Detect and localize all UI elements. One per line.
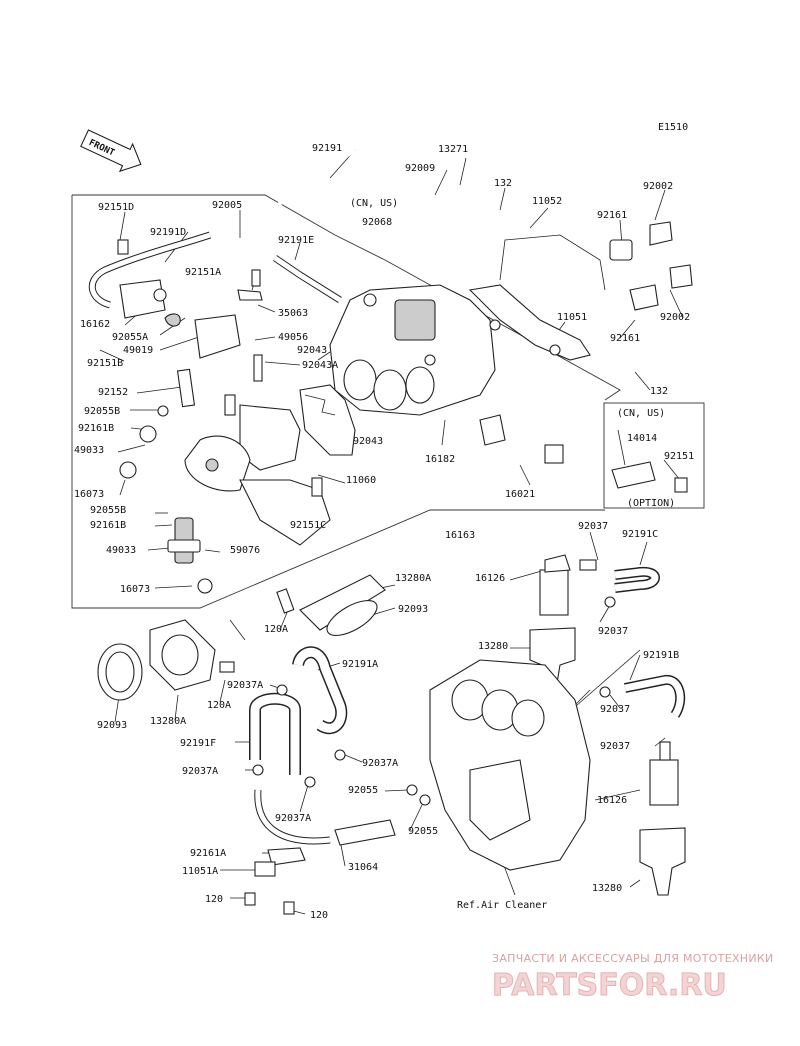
- callout-label: 92037: [600, 704, 630, 715]
- callout-label: 92005: [212, 200, 242, 211]
- watermark-logo: PARTSFOR.RU: [492, 968, 727, 1003]
- air-cleaner-housing: [244, 659, 591, 915]
- callout-label: 11051A: [182, 866, 218, 877]
- callout-label: 92037A: [227, 680, 263, 691]
- watermark: ЗАПЧАСТИ И АКСЕССУАРЫ ДЛЯ МОТОТЕХНИКИ PA…: [492, 952, 774, 1004]
- callout-label: 92151C: [290, 520, 326, 531]
- callout-label: 92161A: [190, 848, 226, 859]
- callout-label: 92093: [398, 604, 428, 615]
- callout-label: 13280: [592, 883, 622, 894]
- callout-label: 132: [494, 178, 512, 189]
- callout-label: 49033: [74, 445, 104, 456]
- front-arrow: FRONT: [80, 129, 142, 173]
- ref-air-cleaner-text: Ref.Air Cleaner: [457, 900, 547, 911]
- callout-label: (CN, US): [617, 408, 665, 419]
- callout-label: 92055A: [112, 332, 148, 343]
- callout-label: 92161: [610, 333, 640, 344]
- callout-label: 92151D: [98, 202, 134, 213]
- fuel-pumps: [529, 554, 686, 896]
- callout-label: 92191A: [342, 659, 378, 670]
- callout-label: 92043A: [302, 360, 338, 371]
- callout-label: 14014: [627, 433, 657, 444]
- throttle-body: [329, 234, 606, 416]
- callout-label: 92191E: [278, 235, 314, 246]
- callout-label: 11051: [557, 312, 587, 323]
- callout-label: 92161B: [90, 520, 126, 531]
- callout-label: 92055: [348, 785, 378, 796]
- callout-label: 16163: [445, 530, 475, 541]
- callout-label: 92043: [353, 436, 383, 447]
- callout-label: 92151B: [87, 358, 123, 369]
- callout-label: 13280A: [150, 716, 186, 727]
- callout-label: 92161: [597, 210, 627, 221]
- callout-label: 92093: [97, 720, 127, 731]
- callout-label: 92055B: [90, 505, 126, 516]
- callout-label: 49056: [278, 332, 308, 343]
- callout-label: 16182: [425, 454, 455, 465]
- callout-label: 35063: [278, 308, 308, 319]
- callout-label: 92191D: [150, 227, 186, 238]
- assembly-frame: [71, 194, 705, 609]
- callout-label: 92161B: [78, 423, 114, 434]
- callout-label: 92055B: [84, 406, 120, 417]
- callout-label: 16073: [74, 489, 104, 500]
- callout-label: 92002: [660, 312, 690, 323]
- callout-label: 59076: [230, 545, 260, 556]
- callout-label: 31064: [348, 862, 378, 873]
- callout-label: 92152: [98, 387, 128, 398]
- callout-label: 92068: [362, 217, 392, 228]
- injectors: [119, 354, 331, 594]
- callout-label: 16126: [475, 573, 505, 584]
- callout-label: 13280: [478, 641, 508, 652]
- callout-label: 11052: [532, 196, 562, 207]
- callout-label: 92037: [600, 741, 630, 752]
- callout-label: 92151: [664, 451, 694, 462]
- callout-label: 92037A: [275, 813, 311, 824]
- hoses: [89, 148, 686, 845]
- callout-label: 13280A: [395, 573, 431, 584]
- callout-label: 92037: [598, 626, 628, 637]
- callout-label: 120A: [207, 700, 231, 711]
- callouts: 92191 13271 92009 (CN, US) 92068 132 110…: [74, 143, 694, 921]
- intake-flanges: [97, 574, 386, 701]
- callout-label: 132: [650, 386, 668, 397]
- regulator-assembly: [117, 239, 263, 359]
- callout-label: 16073: [120, 584, 150, 595]
- callout-label: 92151A: [185, 267, 221, 278]
- callout-label: 120: [310, 910, 328, 921]
- cable-bracket: [479, 221, 693, 493]
- callout-label: 92191: [312, 143, 342, 154]
- callout-label: 92043: [297, 345, 327, 356]
- callout-label: 92191C: [622, 529, 658, 540]
- callout-label: (OPTION): [627, 498, 675, 509]
- watermark-tagline: ЗАПЧАСТИ И АКСЕССУАРЫ ДЛЯ МОТОТЕХНИКИ: [492, 952, 774, 965]
- callout-label: 13271: [438, 144, 468, 155]
- callout-label: 16162: [80, 319, 110, 330]
- callout-label: 92191F: [180, 738, 216, 749]
- callout-label: 92037A: [182, 766, 218, 777]
- callout-label: (CN, US): [350, 198, 398, 209]
- gasket-11060: [299, 384, 356, 456]
- diagram-code: E1510: [658, 122, 688, 133]
- callout-label: 120: [205, 894, 223, 905]
- callout-label: 92037A: [362, 758, 398, 769]
- callout-label: 92037: [578, 521, 608, 532]
- callout-label: 49033: [106, 545, 136, 556]
- callout-label: 16126: [597, 795, 627, 806]
- callout-label: 92009: [405, 163, 435, 174]
- callout-label: 92055: [408, 826, 438, 837]
- callout-label: 92191B: [643, 650, 679, 661]
- callout-label: 49019: [123, 345, 153, 356]
- callout-label: 16021: [505, 489, 535, 500]
- callout-label: 120A: [264, 624, 288, 635]
- callout-label: 92002: [643, 181, 673, 192]
- callout-label: 11060: [346, 475, 376, 486]
